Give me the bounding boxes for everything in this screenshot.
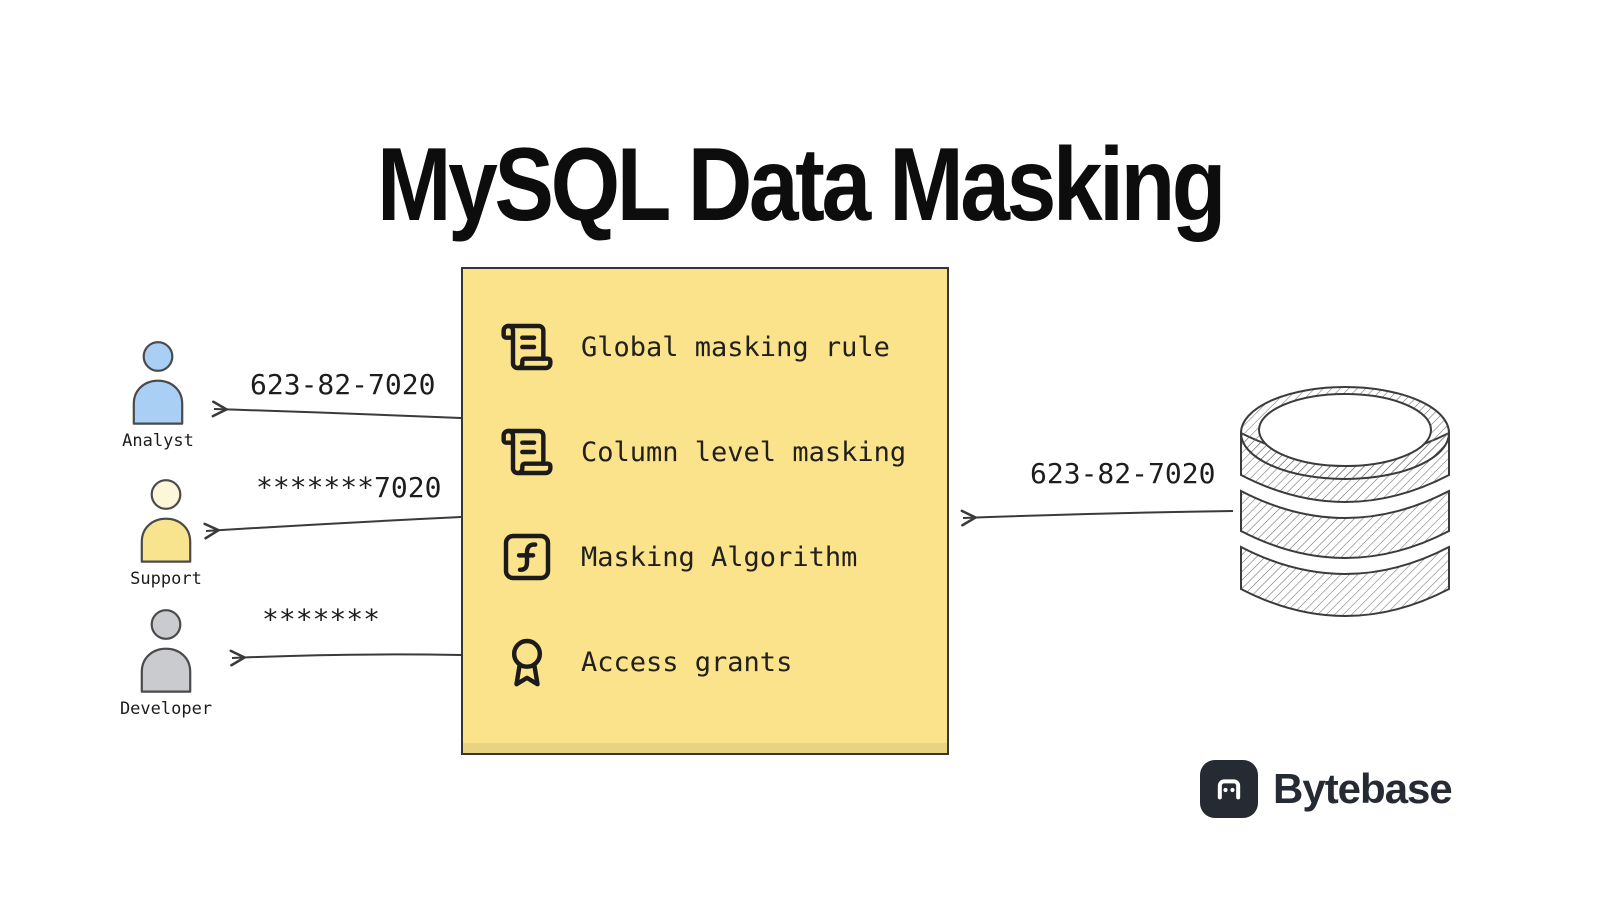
note-item-label: Global masking rule: [581, 331, 890, 363]
arrow-from-database: [960, 509, 1234, 527]
note-item-label: Masking Algorithm: [581, 541, 858, 573]
masked-value-support: *******7020: [256, 471, 442, 504]
masked-value-analyst: 623-82-7020: [250, 368, 436, 401]
award-icon: [511, 638, 543, 687]
note-row-global-rule: Global masking rule: [499, 319, 947, 375]
note-row-masking-algorithm: Masking Algorithm: [499, 529, 947, 585]
masked-value-developer: *******: [262, 603, 381, 636]
persona-analyst: Analyst: [92, 340, 224, 451]
persona-label: Support: [130, 569, 202, 589]
brand-bytebase: Bytebase: [1200, 760, 1453, 818]
bytebase-logo-icon: [1200, 760, 1258, 818]
arrow-to-support: [203, 516, 462, 540]
note-item-label: Access grants: [581, 646, 793, 678]
arrow-to-analyst: [211, 400, 462, 419]
persona-support: Support: [100, 478, 232, 589]
persona-label: Analyst: [122, 431, 194, 451]
note-item-label: Column level masking: [581, 436, 907, 468]
function-square-icon: [503, 533, 551, 581]
note-row-access-grants: Access grants: [499, 634, 947, 690]
arrow-to-developer: [229, 649, 462, 667]
raw-value-database: 623-82-7020: [1030, 457, 1216, 490]
note-row-column-masking: Column level masking: [499, 424, 947, 480]
persona-label: Developer: [119, 699, 213, 719]
database-icon: [1240, 386, 1450, 617]
developer-person-icon: [140, 609, 192, 693]
scroll-text-icon: [501, 428, 553, 476]
persona-developer: Developer: [100, 608, 232, 719]
analyst-person-icon: [132, 341, 184, 425]
brand-name: Bytebase: [1273, 765, 1453, 812]
masking-note: Global masking rule Column level masking…: [461, 267, 949, 755]
support-person-icon: [140, 479, 192, 563]
page-title: MySQL Data Masking: [377, 127, 1226, 243]
scroll-text-icon: [501, 323, 553, 371]
bytebase-logo-glyph: [1217, 779, 1241, 800]
